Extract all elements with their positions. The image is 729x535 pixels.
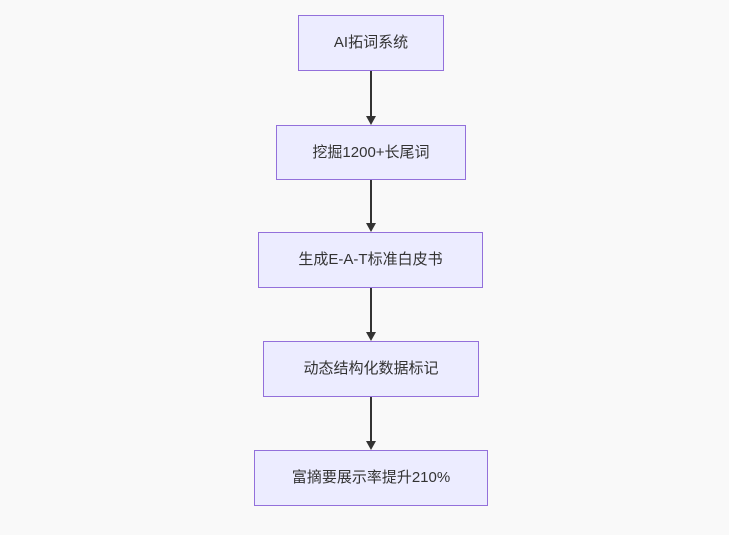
flow-arrow-4 [365, 397, 377, 450]
flow-node-label: 生成E-A-T标准白皮书 [298, 251, 443, 268]
flow-node-eat-whitepaper: 生成E-A-T标准白皮书 [258, 232, 483, 288]
flow-node-label: 富摘要展示率提升210% [291, 469, 451, 486]
flow-arrow-3 [365, 288, 377, 341]
flow-node-ai-keyword-system: AI拓词系统 [298, 15, 444, 71]
flow-arrow-1 [365, 71, 377, 125]
arrow-head-icon [365, 332, 376, 341]
arrow-line [369, 288, 372, 335]
flow-node-longtail-mining: 挖掘1200+长尾词 [276, 125, 466, 180]
arrow-head-icon [366, 441, 376, 450]
flow-node-label: AI拓词系统 [333, 34, 409, 51]
arrow-line [370, 397, 372, 444]
flow-node-rich-snippet-result: 富摘要展示率提升210% [254, 450, 488, 506]
arrow-head-icon [366, 116, 376, 125]
arrow-line [370, 71, 372, 119]
arrow-head-icon [366, 223, 376, 232]
arrow-line [370, 180, 372, 226]
flow-arrow-2 [365, 180, 377, 232]
flow-node-label: 挖掘1200+长尾词 [312, 143, 430, 161]
flow-node-label: 动态结构化数据标记 [303, 360, 439, 377]
flow-node-structured-data-markup: 动态结构化数据标记 [263, 341, 479, 397]
